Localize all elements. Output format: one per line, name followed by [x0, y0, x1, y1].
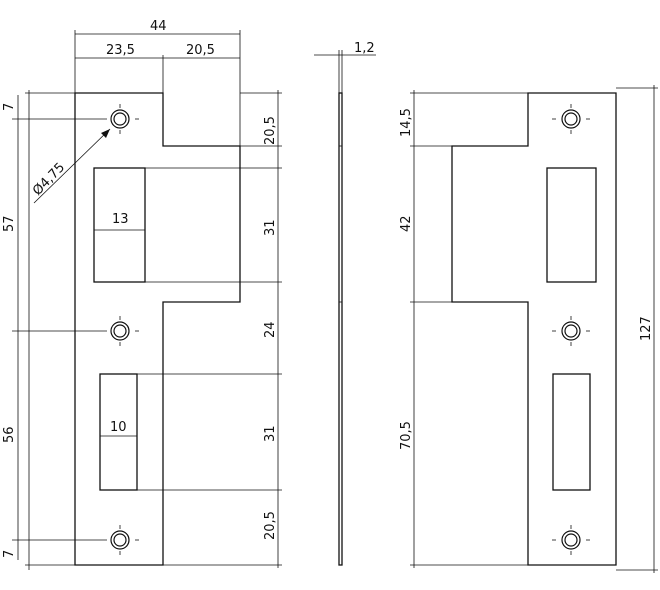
side-view: 1,2 — [314, 41, 376, 566]
dim-right-seg2: 31 — [263, 219, 278, 236]
lower-opening-label: 10 — [110, 420, 127, 435]
dim-right-seg4: 31 — [263, 425, 278, 442]
front-view: 13 10 — [2, 19, 282, 570]
hole-diameter-label: Ø4,75 — [30, 160, 68, 199]
dim-left-width: 23,5 — [106, 43, 135, 58]
back-upper-opening — [546, 167, 597, 283]
dim-bottom-edge: 7 — [2, 550, 17, 558]
lower-opening — [99, 373, 138, 491]
dim-right-seg1: 20,5 — [263, 116, 278, 145]
screw-hole-middle — [110, 316, 139, 346]
dim-back-bottom: 70,5 — [399, 421, 414, 450]
back-right-dimensions: 127 — [616, 85, 658, 573]
back-left-dimensions: 14,5 42 70,5 — [399, 90, 528, 568]
dim-right-width: 20,5 — [186, 43, 215, 58]
dim-right-seg5: 20,5 — [263, 511, 278, 540]
hole-diameter-leader: Ø4,75 — [30, 128, 111, 204]
dim-top-edge: 7 — [2, 103, 17, 111]
dim-back-top: 14,5 — [399, 108, 414, 137]
front-plate-outline — [74, 92, 241, 566]
dim-upper-spacing: 57 — [2, 215, 17, 232]
back-plate-outline — [451, 92, 617, 566]
dim-lower-spacing: 56 — [2, 426, 17, 443]
upper-opening — [93, 167, 146, 283]
back-screw-hole-bottom — [552, 525, 590, 555]
screw-hole-top — [110, 104, 139, 134]
front-top-dimensions: 44 23,5 20,5 — [74, 19, 241, 146]
dim-back-overall: 127 — [639, 316, 654, 341]
back-lower-opening — [552, 373, 591, 491]
dim-overall-width: 44 — [150, 19, 167, 34]
front-right-dimensions: 20,5 31 24 31 20,5 — [137, 90, 282, 568]
upper-opening-label: 13 — [112, 212, 129, 227]
back-screw-hole-top — [552, 104, 590, 134]
screw-hole-bottom — [110, 525, 139, 555]
back-screw-hole-middle — [552, 316, 590, 346]
dim-back-middle: 42 — [399, 215, 414, 232]
back-view: 14,5 42 70,5 127 — [399, 85, 658, 573]
side-plate-outline — [338, 92, 343, 566]
dim-thickness: 1,2 — [354, 41, 375, 56]
front-left-dimensions: 7 57 56 7 — [2, 90, 107, 570]
dim-right-seg3: 24 — [263, 321, 278, 338]
